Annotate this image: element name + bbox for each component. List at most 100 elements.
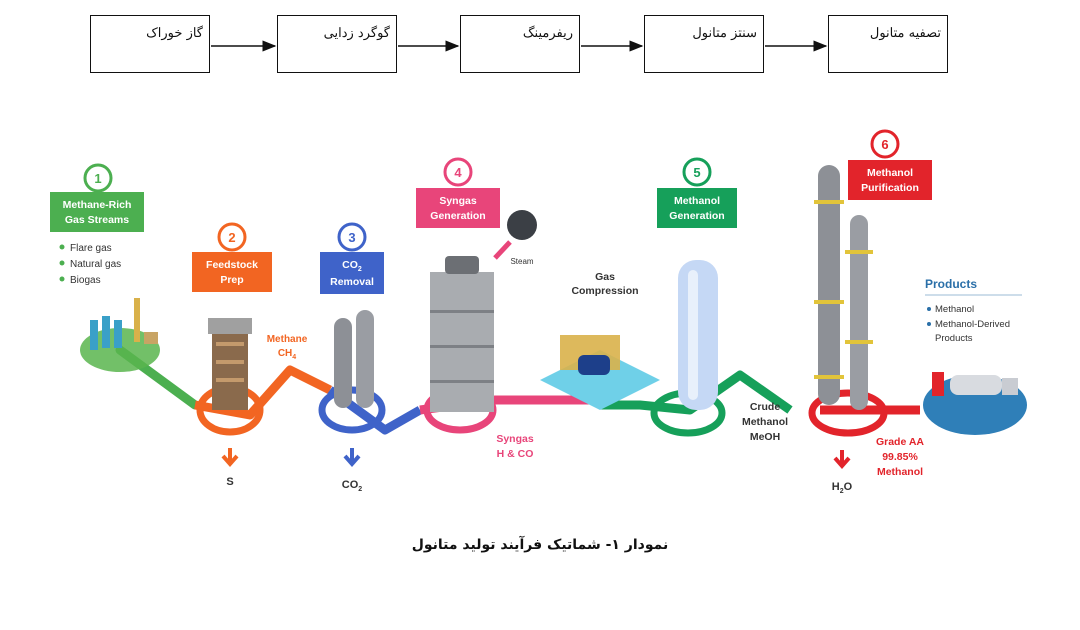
flow-step-desulfurization: گوگرد زدایی (277, 15, 397, 73)
syngas-label: Syngas (496, 433, 534, 445)
source-item: Biogas (70, 275, 101, 286)
byproduct-water-sub: 2 (840, 488, 844, 495)
stage-number: 1 (94, 171, 101, 186)
methanol-reactor (678, 260, 718, 410)
crude-methanol-label: Methanol (742, 416, 788, 428)
stage-label: Generation (430, 210, 485, 222)
stage-badge-3: 3 CO2 Removal (320, 222, 384, 294)
stage-label: Gas Streams (65, 214, 129, 226)
bullet-dot (59, 276, 65, 282)
figure-caption: نمودار ۱- شماتیک فرآیند تولید متانول (411, 537, 669, 553)
byproduct-water-h: H (832, 481, 840, 493)
stage-number-circle (83, 163, 113, 193)
co2-removal-towers (334, 310, 374, 408)
byproduct-sulfur: S (226, 476, 233, 488)
flow-step-label: سنتز متانول (692, 26, 757, 41)
stage-number: 5 (693, 165, 700, 180)
pipeline-green-2 (600, 370, 793, 415)
stage-label: Prep (220, 274, 243, 286)
byproduct-water: H2O (832, 481, 853, 495)
stage-label: Generation (669, 210, 724, 222)
product-item: Methanol (935, 304, 974, 315)
flow-step-label: گاز خوراک (146, 26, 203, 41)
arrow-down-icon (833, 450, 851, 470)
byproduct-co2: CO2 (342, 479, 363, 493)
ring-stage-6 (808, 389, 888, 437)
stage-number-circle (337, 222, 367, 252)
stage-label-box (192, 252, 272, 292)
stage-label: Feedstock (206, 259, 258, 271)
bullet-dot (927, 322, 931, 326)
stage-label: Methanol (674, 195, 720, 207)
syngas-reformer (430, 256, 494, 412)
source-item: Flare gas (70, 243, 112, 254)
stage-number-circle (217, 222, 247, 252)
stage-label: Syngas (439, 195, 477, 207)
stage-badge-5: 5 Methanol Generation (657, 157, 737, 228)
crude-methanol-label: Crude (750, 401, 780, 413)
grade-label: 99.85% (882, 451, 918, 463)
stage-badge-4: 4 Syngas Generation (416, 157, 500, 228)
stage-label: CO2 (342, 259, 362, 273)
stage-badge-6: 6 Methanol Purification (848, 129, 932, 200)
bullet-dot (59, 244, 65, 250)
grade-label: Methanol (877, 466, 923, 478)
flow-step-label: تصفیه متانول (869, 26, 941, 41)
stage-label: Methane-Rich (63, 199, 132, 211)
byproduct-co2-sub: 2 (358, 486, 362, 493)
stage-number: 4 (454, 165, 462, 180)
methane-formula-main: CH (278, 348, 292, 359)
byproduct-water-o: O (844, 481, 853, 493)
arrow-down-icon (343, 448, 361, 468)
stage-number-circle (443, 157, 473, 187)
gas-compression-label: Compression (571, 285, 638, 297)
tanker-truck (932, 372, 1018, 396)
grade-label: Grade AA (876, 436, 924, 448)
stage-label-box (657, 188, 737, 228)
bullet-dot (927, 307, 931, 311)
gas-compressor (540, 335, 660, 410)
gas-field-equipment (90, 298, 158, 350)
flow-step-methanol-synthesis: سنتز متانول (644, 15, 764, 73)
stage-label-box (320, 252, 384, 294)
flow-arrows (211, 40, 828, 52)
source-list: Flare gas Natural gas Biogas (59, 243, 121, 286)
stage-number: 3 (348, 230, 355, 245)
stage-badge-1: 1 Methane-Rich Gas Streams (50, 163, 144, 232)
stage-number: 6 (881, 137, 888, 152)
gas-compression-label: Gas (595, 271, 615, 283)
purification-columns (814, 165, 873, 410)
stage-label: Purification (861, 182, 919, 194)
flow-step-label: گوگرد زدایی (323, 26, 390, 41)
stage-number-circle (870, 129, 900, 159)
stage-label-box (50, 192, 144, 232)
stage-label-main: CO (342, 259, 358, 271)
feedstock-reactor (208, 318, 252, 410)
arrow-down-icon (221, 448, 239, 468)
stage-label-sub: 2 (358, 266, 362, 273)
stage-label-box (416, 188, 500, 228)
syngas-label: H & CO (497, 448, 534, 460)
flow-step-feed-gas: گاز خوراک (90, 15, 210, 73)
stage-badge-2: 2 Feedstock Prep (192, 222, 272, 292)
products-title: Products (925, 277, 977, 291)
steam-arrow (493, 240, 512, 260)
methane-formula-sub: 4 (292, 354, 296, 361)
flow-step-label: ریفرمینگ (522, 26, 573, 41)
product-item: Methanol-Derived (935, 319, 1010, 330)
process-diagram: 1 Methane-Rich Gas Streams 2 Feedstock P… (50, 129, 1027, 495)
bullet-dot (59, 260, 65, 266)
flow-step-reforming: ریفرمینگ (460, 15, 580, 73)
methane-label: Methane (267, 334, 308, 345)
crude-methanol-label: MeOH (750, 431, 780, 443)
stage-number-circle (682, 157, 712, 187)
steam-icon (507, 210, 537, 240)
flow-step-methanol-purification: تصفیه متانول (828, 15, 948, 73)
stage-label: Removal (330, 276, 374, 288)
source-item: Natural gas (70, 259, 121, 270)
byproduct-co2-main: CO (342, 479, 359, 491)
product-item: Products (935, 333, 973, 344)
stage-number: 2 (228, 230, 235, 245)
methane-formula: CH4 (278, 348, 296, 361)
steam-label: Steam (510, 257, 533, 266)
